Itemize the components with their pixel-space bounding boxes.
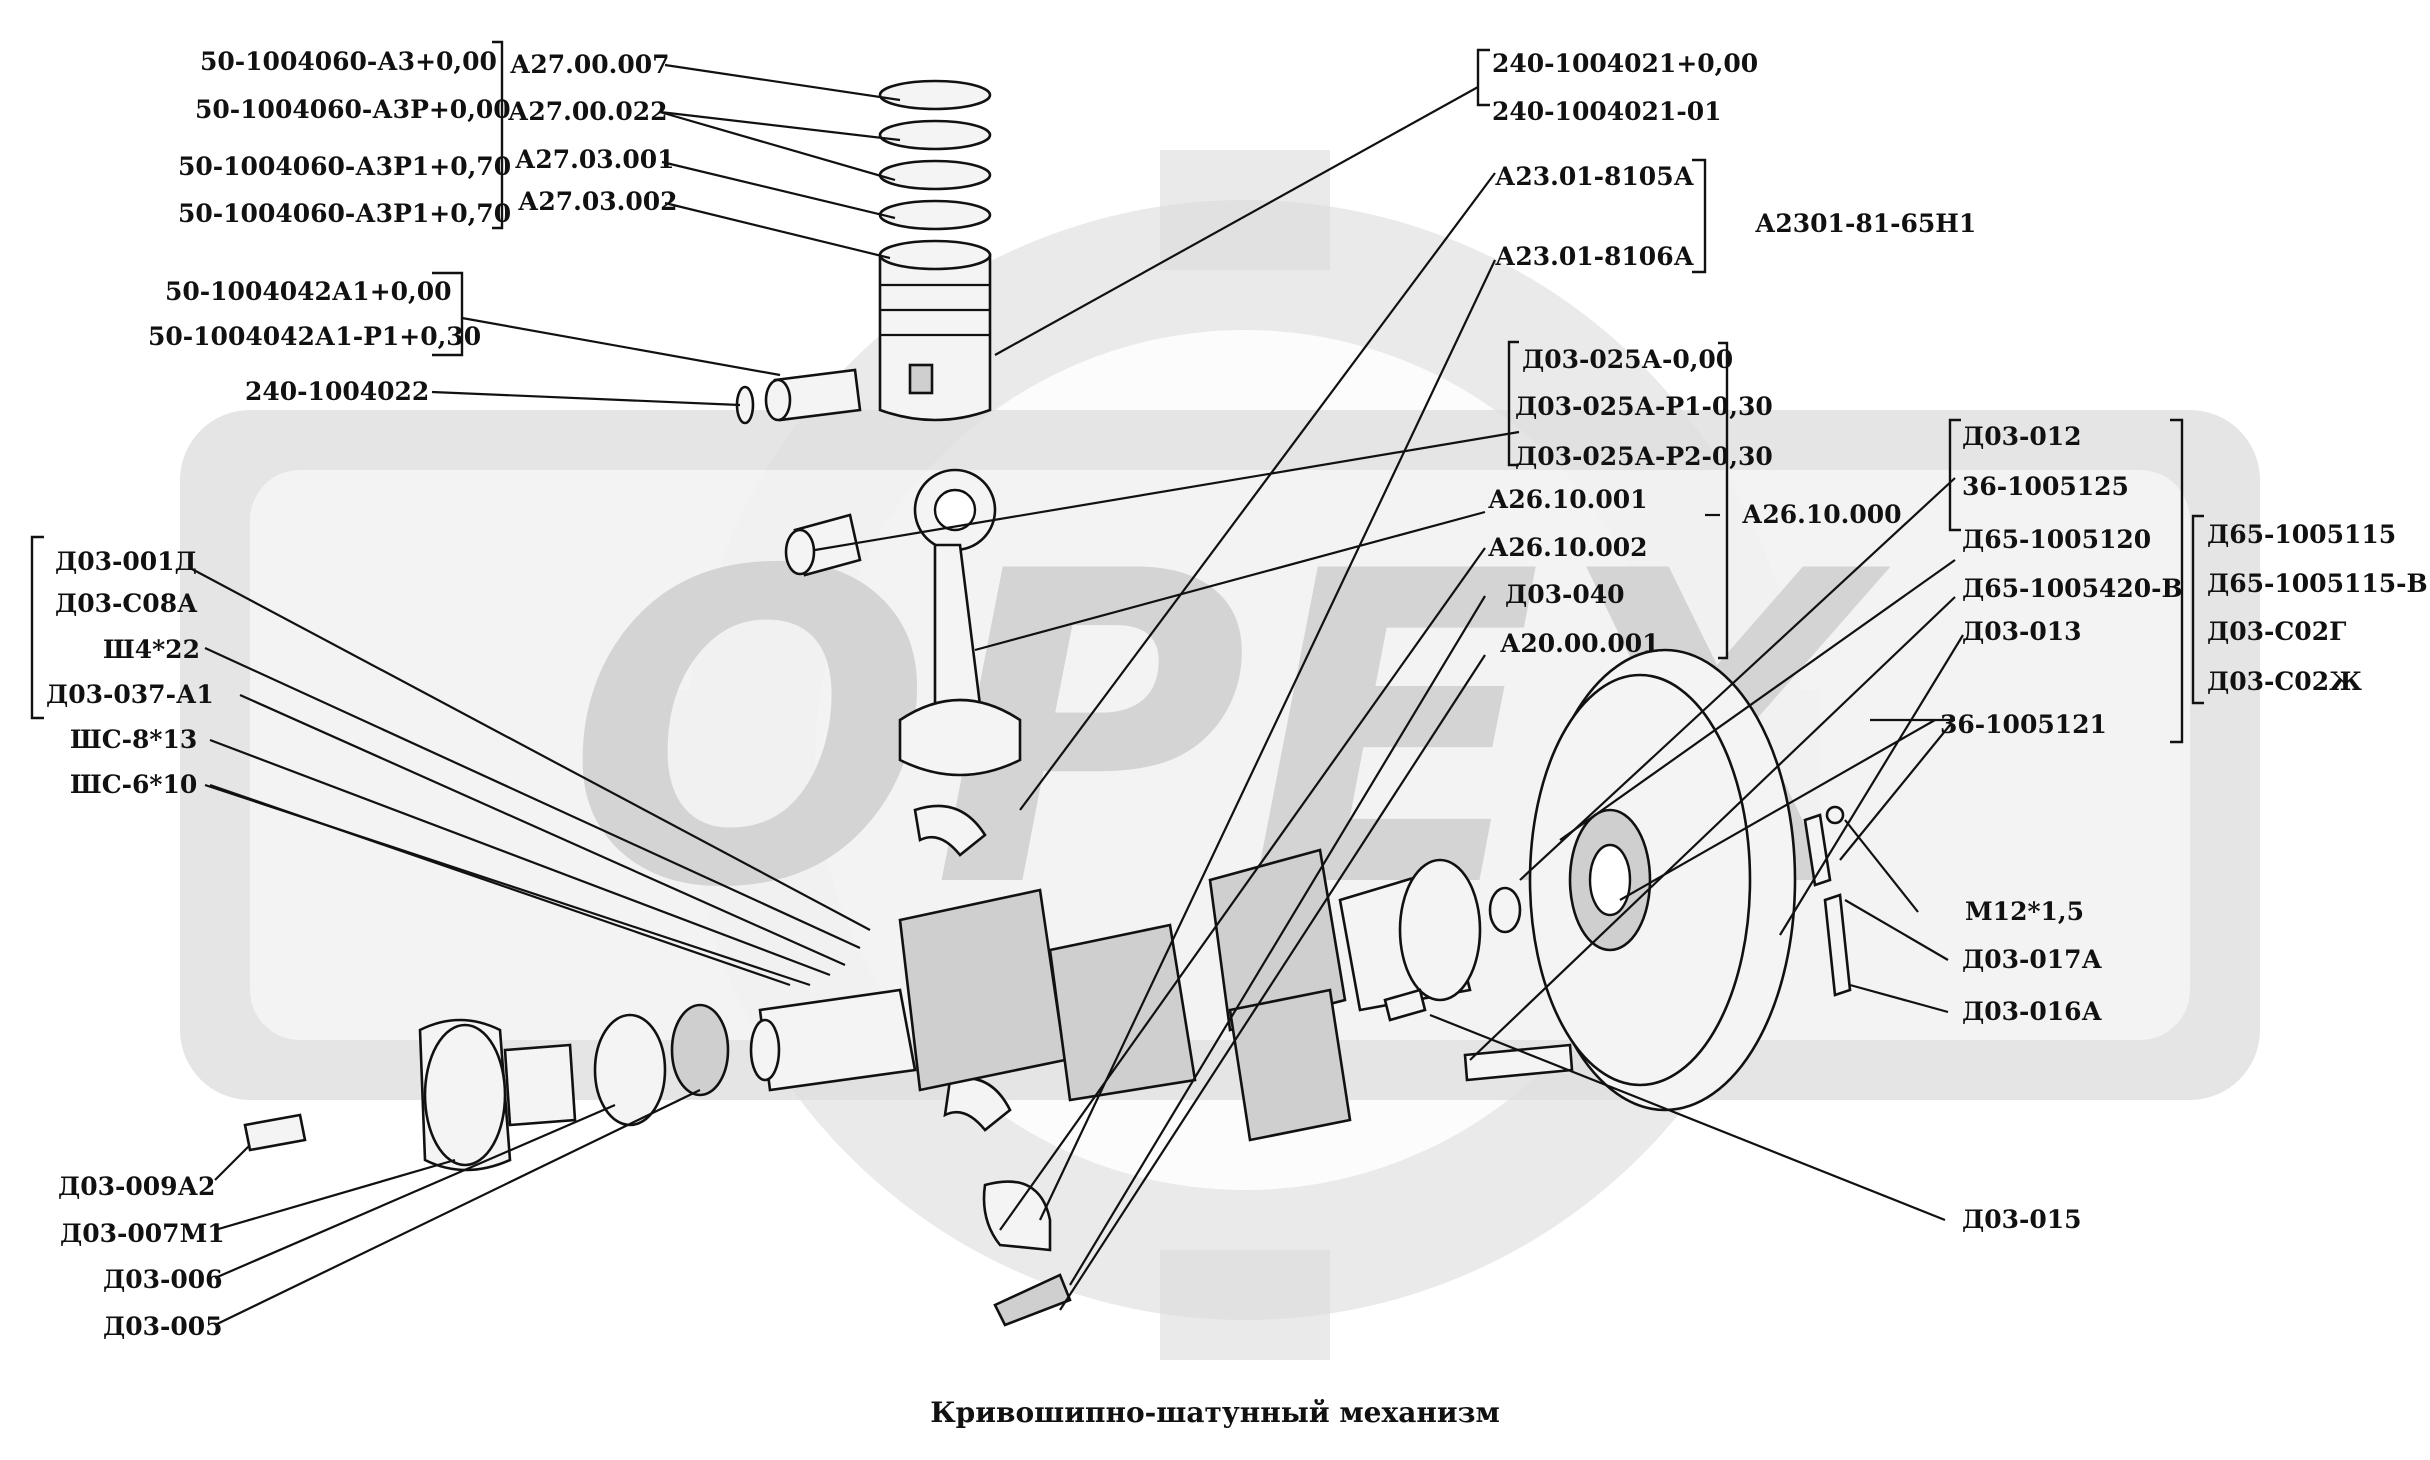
label-a27-03-001: А27.03.001 <box>515 145 675 174</box>
label-d03-c02g: Д03-С02Г <box>2207 617 2346 646</box>
label-d03-015: Д03-015 <box>1962 1205 2082 1234</box>
flywheel <box>1463 648 1797 1112</box>
label-a2301-81-65n1: А2301-81-65Н1 <box>1755 209 1976 238</box>
brackets <box>30 40 2204 744</box>
label-d03-009a2: Д03-009А2 <box>58 1172 215 1201</box>
label-sh4-22: Ш4*22 <box>103 635 200 664</box>
label-50-1004060-a3: 50-1004060-А3+0,00 <box>200 47 497 76</box>
label-50-1004060-a3r: 50-1004060-А3Р+0,00 <box>195 95 511 124</box>
piston-rings <box>878 79 992 231</box>
piston-pin <box>735 368 862 425</box>
label-d03-025a-r2: Д03-025А-Р2-0,30 <box>1515 442 1773 471</box>
label-d03-037-a1: Д03-037-А1 <box>46 680 214 709</box>
crankshaft <box>749 848 1522 1142</box>
label-m12-1-5: М12*1,5 <box>1965 897 2084 926</box>
label-240-1004021-0: 240-1004021+0,00 <box>1492 49 1758 78</box>
label-240-1004021-01: 240-1004021-01 <box>1492 97 1722 126</box>
label-d03-006: Д03-006 <box>103 1265 223 1294</box>
label-a26-10-002: А26.10.002 <box>1488 533 1648 562</box>
watermark: ОРЕХ <box>180 150 2260 1360</box>
label-a27-00-022: А27.00.022 <box>508 97 668 126</box>
label-a26-10-001: А26.10.001 <box>1488 485 1648 514</box>
label-d65-1005115-v: Д65-1005115-В <box>2207 569 2428 598</box>
label-d03-001d: Д03-001Д <box>55 547 197 576</box>
rod-cap <box>982 1180 1072 1327</box>
label-50-1004060-a3r1-a: 50-1004060-А3Р1+0,70 <box>178 152 511 181</box>
label-d03-025a-r1: Д03-025А-Р1-0,30 <box>1515 392 1773 421</box>
label-36-1005125: 36-1005125 <box>1962 472 2129 501</box>
label-a27-00-007: А27.00.007 <box>510 50 670 79</box>
label-36-1005121: 36-1005121 <box>1940 710 2107 739</box>
label-d03-016a: Д03-016А <box>1962 997 2103 1026</box>
label-d03-040: Д03-040 <box>1505 580 1625 609</box>
label-50-1004060-a3r1-b: 50-1004060-А3Р1+0,70 <box>178 199 511 228</box>
label-d65-1005420-v: Д65-1005420-В <box>1962 574 2183 603</box>
label-d03-007m1: Д03-007М1 <box>60 1219 225 1248</box>
label-d03-017a: Д03-017А <box>1962 945 2103 974</box>
label-d03-c02zh: Д03-С02Ж <box>2207 667 2362 696</box>
front-parts <box>243 1003 730 1172</box>
label-a23-01-8106a: А23.01-8106А <box>1495 242 1695 271</box>
piston <box>878 239 992 422</box>
leader-lines <box>189 63 1964 1326</box>
label-240-1004022: 240-1004022 <box>245 377 429 406</box>
label-shs-8-13: ШС-8*13 <box>70 725 197 754</box>
label-50-1004042a1-r1: 50-1004042А1-Р1+0,30 <box>148 322 481 351</box>
label-d03-005: Д03-005 <box>103 1312 223 1341</box>
lock-plates <box>1383 805 1852 1022</box>
labels: 50-1004060-А3+0,00 50-1004060-А3Р+0,00 5… <box>46 47 2428 1341</box>
label-a23-01-8105a: А23.01-8105А <box>1495 162 1695 191</box>
label-d03-012: Д03-012 <box>1962 422 2082 451</box>
label-d03-025a-0: Д03-025А-0,00 <box>1522 345 1733 374</box>
label-d65-1005115: Д65-1005115 <box>2207 520 2396 549</box>
label-50-1004042a1: 50-1004042А1+0,00 <box>165 277 452 306</box>
label-a20-00-001: А20.00.001 <box>1500 629 1660 658</box>
label-d65-1005120: Д65-1005120 <box>1962 525 2151 554</box>
conrod-bushing <box>784 513 862 577</box>
label-shs-6-10: ШС-6*10 <box>70 770 197 799</box>
label-d03-c08a: Д03-С08А <box>55 589 198 618</box>
label-d03-013: Д03-013 <box>1962 617 2082 646</box>
label-a27-03-002: А27.03.002 <box>518 187 678 216</box>
label-a26-10-000: А26.10.000 <box>1742 500 1902 529</box>
diagram-title: Кривошипно-шатунный механизм <box>930 1396 1500 1429</box>
